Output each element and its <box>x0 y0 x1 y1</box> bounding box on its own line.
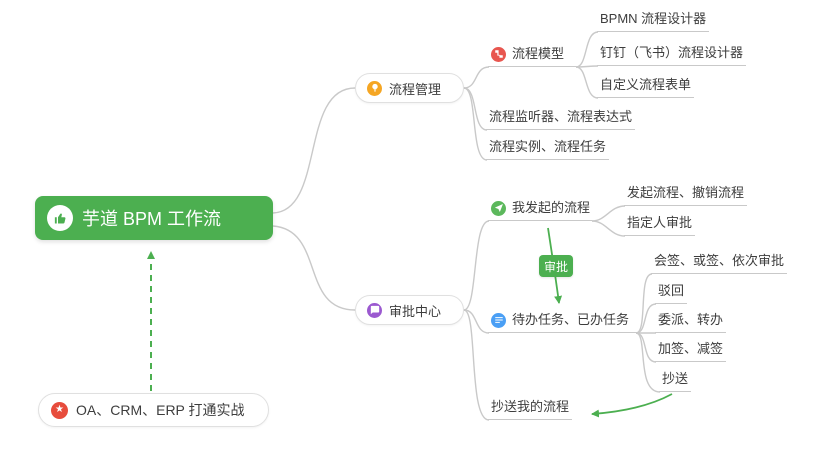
thumbs-up-icon <box>47 205 73 231</box>
node-label: 抄送 <box>662 371 689 386</box>
flowchart-icon <box>491 46 506 62</box>
node-add-remove-sign[interactable]: 加签、减签 <box>655 340 727 362</box>
node-delegate-transfer[interactable]: 委派、转办 <box>655 311 727 333</box>
node-process-instance[interactable]: 流程实例、流程任务 <box>486 138 610 160</box>
node-label: 我发起的流程 <box>512 200 591 215</box>
node-label: 指定人审批 <box>627 215 693 230</box>
branch-approval-center[interactable]: 审批中心 <box>355 295 464 325</box>
node-label: 驳回 <box>658 283 685 298</box>
root-label: 芋道 BPM 工作流 <box>82 209 222 229</box>
branch-label: 审批中心 <box>389 303 442 319</box>
node-label: 会签、或签、依次审批 <box>654 253 785 268</box>
node-practice-oa-crm-erp[interactable]: ★ OA、CRM、ERP 打通实战 <box>38 393 269 427</box>
node-label: 钉钉（飞书）流程设计器 <box>600 45 744 60</box>
node-label: OA、CRM、ERP 打通实战 <box>76 402 245 418</box>
node-reject[interactable]: 驳回 <box>655 282 688 304</box>
node-dingtalk-designer[interactable]: 钉钉（飞书）流程设计器 <box>597 44 747 66</box>
badge-label: 审批 <box>543 259 568 274</box>
lightbulb-icon <box>367 80 382 96</box>
node-process-listener[interactable]: 流程监听器、流程表达式 <box>486 108 636 130</box>
node-label: 流程监听器、流程表达式 <box>489 109 633 124</box>
node-process-model[interactable]: 流程模型 <box>488 45 576 67</box>
node-assignee-approval[interactable]: 指定人审批 <box>624 214 696 236</box>
node-todo-done-tasks[interactable]: 待办任务、已办任务 <box>488 311 636 333</box>
node-countersign[interactable]: 会签、或签、依次审批 <box>651 252 788 274</box>
node-my-initiated[interactable]: 我发起的流程 <box>488 199 592 221</box>
chat-bubble-icon <box>367 302 382 318</box>
node-label: 抄送我的流程 <box>491 399 570 414</box>
node-initiate-cancel[interactable]: 发起流程、撤销流程 <box>624 184 748 206</box>
checklist-icon <box>491 312 506 328</box>
node-cc-my-process[interactable]: 抄送我的流程 <box>488 398 573 420</box>
branch-label: 流程管理 <box>389 81 442 97</box>
node-label: BPMN 流程设计器 <box>600 11 707 26</box>
node-label: 流程模型 <box>512 46 565 61</box>
node-label: 待办任务、已办任务 <box>512 312 630 327</box>
relation-arrow-cc <box>591 393 673 418</box>
branch-process-management[interactable]: 流程管理 <box>355 73 464 103</box>
approval-badge[interactable]: 审批 <box>539 255 573 277</box>
paper-plane-icon <box>491 200 506 216</box>
node-label: 流程实例、流程任务 <box>489 139 607 154</box>
node-label: 自定义流程表单 <box>600 77 692 92</box>
node-custom-form[interactable]: 自定义流程表单 <box>597 76 695 98</box>
root-node-yudao-bpm[interactable]: 芋道 BPM 工作流 <box>35 196 273 240</box>
node-label: 发起流程、撤销流程 <box>627 185 745 200</box>
star-icon: ★ <box>51 401 68 419</box>
node-cc[interactable]: 抄送 <box>659 370 692 392</box>
node-bpmn-designer[interactable]: BPMN 流程设计器 <box>597 10 710 32</box>
node-label: 委派、转办 <box>658 312 724 327</box>
node-label: 加签、减签 <box>658 341 724 356</box>
